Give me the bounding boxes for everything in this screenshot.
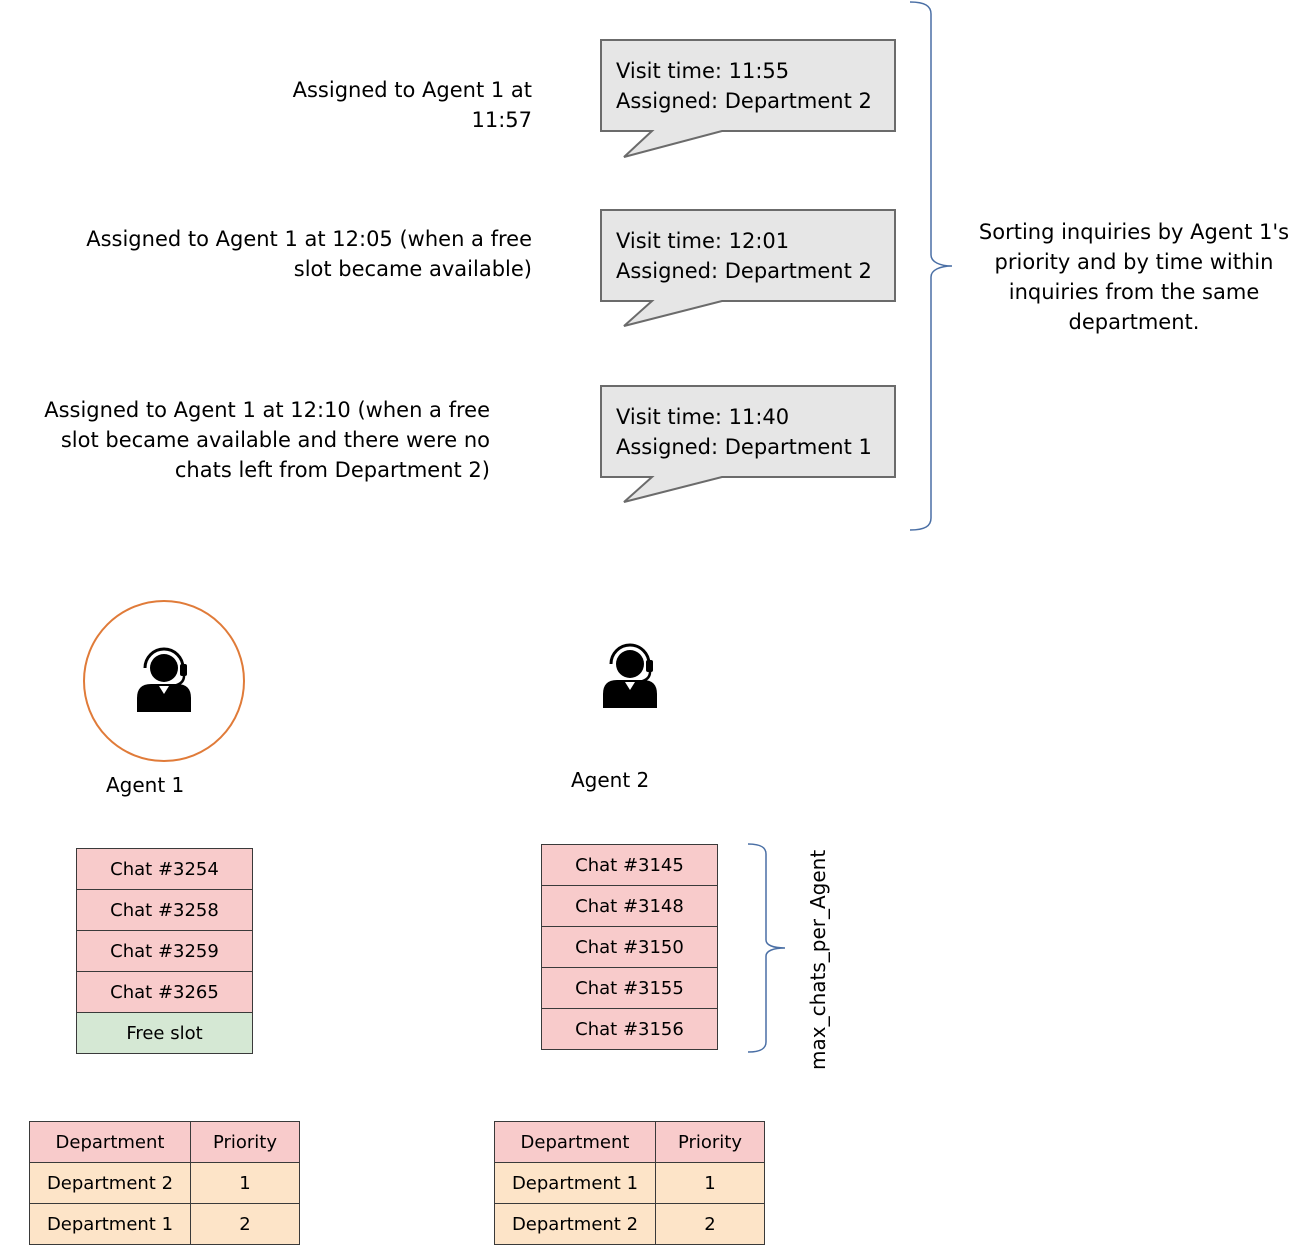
free-slot: Free slot: [76, 1012, 253, 1054]
agent-1-chat-slots: Chat #3254 Chat #3258 Chat #3259 Chat #3…: [76, 848, 253, 1054]
agent-2-label: Agent 2: [571, 768, 650, 792]
assigned-department: Assigned: Department 2: [616, 259, 872, 283]
inquiry-callout: Visit time: 12:01 Assigned: Department 2: [616, 226, 872, 286]
inquiry-callout-shape: [600, 385, 896, 503]
max-chats-bracket: [747, 843, 786, 1053]
chat-slot: Chat #3258: [76, 889, 253, 931]
assigned-department: Assigned: Department 2: [616, 89, 872, 113]
visit-time: Visit time: 12:01: [616, 229, 790, 253]
inquiry-callout-shape: [600, 39, 896, 158]
agent-headset-icon: [603, 643, 657, 708]
table-cell: Department 2: [494, 1203, 656, 1245]
inquiry-callout: Visit time: 11:40 Assigned: Department 1: [616, 402, 872, 462]
inquiries-bracket: [909, 1, 953, 531]
agent-headset-icon: [137, 647, 191, 712]
chat-slot: Chat #3145: [541, 844, 718, 886]
agent-1-highlight-ring: [83, 600, 245, 762]
table-cell: Department 1: [29, 1203, 191, 1245]
agent-1-priority-table: Department Priority Department 2 1 Depar…: [29, 1121, 300, 1245]
chat-slot: Chat #3265: [76, 971, 253, 1013]
table-cell: 1: [190, 1162, 300, 1204]
column-header: Priority: [190, 1121, 300, 1163]
table-cell: Department 1: [494, 1162, 656, 1204]
assignment-note: Assigned to Agent 1 at 12:05 (when a fre…: [86, 227, 532, 281]
table-cell: 2: [190, 1203, 300, 1245]
agent-2-chat-slots: Chat #3145 Chat #3148 Chat #3150 Chat #3…: [541, 844, 718, 1050]
assignment-note: Assigned to Agent 1 at 12:10 (when a fre…: [44, 398, 490, 482]
agent-2-priority-table: Department Priority Department 1 1 Depar…: [494, 1121, 765, 1245]
table-cell: Department 2: [29, 1162, 191, 1204]
sorting-note: Sorting inquiries by Agent 1's priority …: [978, 220, 1290, 334]
column-header: Department: [494, 1121, 656, 1163]
visit-time: Visit time: 11:40: [616, 405, 790, 429]
table-cell: 2: [655, 1203, 765, 1245]
chat-slot: Chat #3156: [541, 1008, 718, 1050]
chat-slot: Chat #3148: [541, 885, 718, 927]
chat-slot: Chat #3254: [76, 848, 253, 890]
chat-slot: Chat #3150: [541, 926, 718, 968]
inquiry-callout: Visit time: 11:55 Assigned: Department 2: [616, 56, 872, 116]
inquiry-callout-shape: [600, 209, 896, 327]
table-cell: 1: [655, 1162, 765, 1204]
agent-1-label: Agent 1: [106, 773, 185, 797]
assigned-department: Assigned: Department 1: [616, 435, 872, 459]
max-chats-label: max_chats_per_Agent: [806, 849, 830, 1070]
chat-slot: Chat #3155: [541, 967, 718, 1009]
assignment-note: Assigned to Agent 1 at 11:57: [292, 78, 532, 132]
column-header: Priority: [655, 1121, 765, 1163]
column-header: Department: [29, 1121, 191, 1163]
chat-slot: Chat #3259: [76, 930, 253, 972]
visit-time: Visit time: 11:55: [616, 59, 790, 83]
